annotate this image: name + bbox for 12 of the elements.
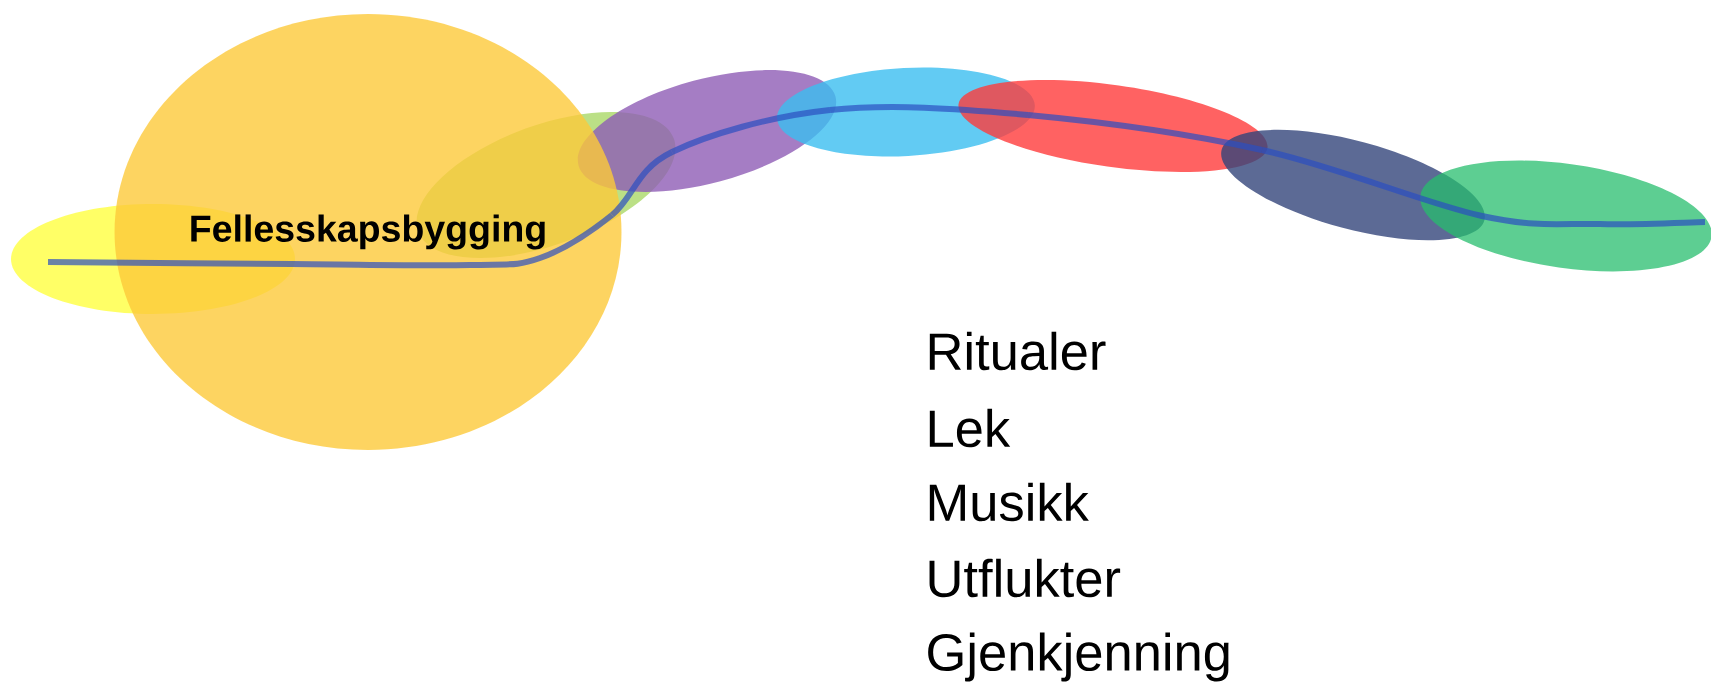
list-item: Utflukter	[929, 558, 1121, 598]
curve-line	[48, 259, 293, 267]
list-item: Musikk	[929, 482, 1089, 522]
curve-line	[292, 212, 614, 269]
list-item: Gjenkjenning	[928, 632, 1229, 682]
curve-line	[1027, 112, 1263, 153]
list-item: Lek	[929, 408, 1011, 448]
list-item: Ritualer	[929, 331, 1106, 371]
curve-line	[1261, 147, 1706, 228]
curve-line	[829, 104, 1029, 118]
curve-line	[670, 107, 831, 155]
curve-line	[610, 149, 674, 218]
